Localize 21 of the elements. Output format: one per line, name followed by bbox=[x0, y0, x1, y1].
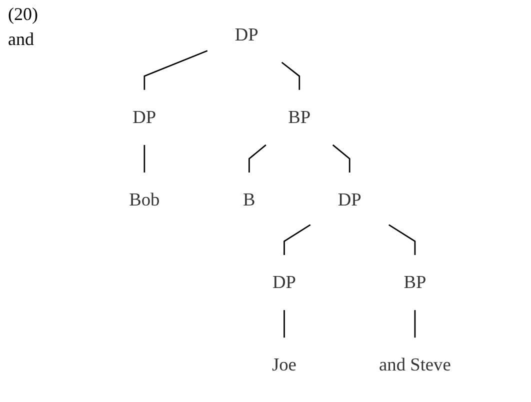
connector bbox=[388, 224, 416, 256]
label-text: (20) bbox=[8, 4, 38, 25]
connector bbox=[144, 50, 208, 90]
connector bbox=[284, 224, 311, 256]
node-text: DP bbox=[234, 24, 258, 45]
connector bbox=[281, 62, 300, 90]
node-text: B bbox=[243, 190, 256, 210]
connector bbox=[144, 144, 146, 172]
node-text: DP bbox=[338, 190, 362, 210]
node-text: DP bbox=[272, 272, 296, 293]
node-text: Joe bbox=[272, 355, 296, 376]
node-text: BP bbox=[404, 272, 426, 293]
node-text: Bob bbox=[129, 190, 160, 210]
node-text: BP bbox=[288, 107, 311, 128]
connector bbox=[284, 310, 285, 338]
label-text: and bbox=[8, 29, 35, 50]
node-text: DP bbox=[132, 107, 156, 128]
connector bbox=[248, 144, 266, 172]
connector bbox=[332, 144, 350, 172]
node-text: and Steve bbox=[379, 355, 451, 376]
connector bbox=[414, 310, 416, 338]
